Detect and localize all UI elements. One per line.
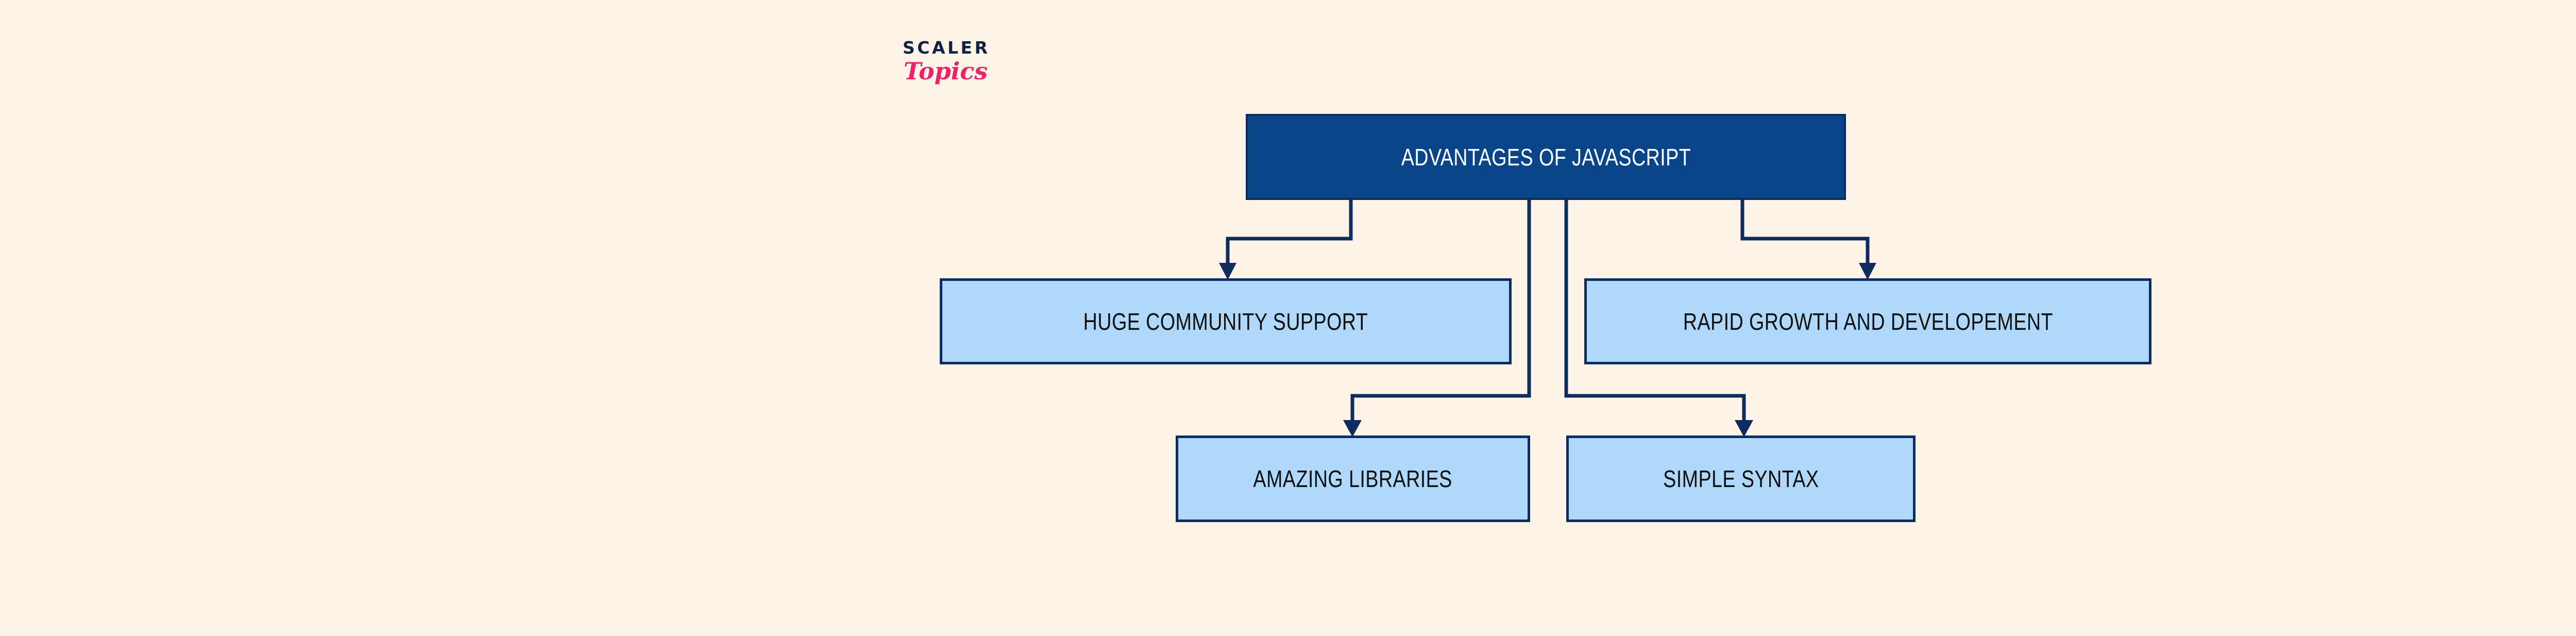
node-rapid-growth-development[interactable]: RAPID GROWTH AND DEVELOPEMENT (1584, 278, 2151, 364)
logo-wordmark: SCALER (903, 38, 990, 58)
node-label-huge-community-support: HUGE COMMUNITY SUPPORT (1083, 308, 1368, 335)
node-label-simple-syntax: SIMPLE SYNTAX (1663, 465, 1819, 492)
arrowhead-amazing-libraries (1343, 420, 1362, 437)
arrowhead-rapid-growth-development (1859, 263, 1876, 280)
edge-root-to-huge-community-support (1226, 200, 1353, 264)
scaler-topics-logo: SCALER Topics (903, 39, 1037, 101)
node-simple-syntax[interactable]: SIMPLE SYNTAX (1566, 436, 1916, 522)
arrowhead-simple-syntax (1735, 420, 1753, 437)
node-amazing-libraries[interactable]: AMAZING LIBRARIES (1176, 436, 1530, 522)
arrowhead-huge-community-support (1219, 263, 1236, 280)
logo-script-mark: Topics (904, 57, 988, 85)
node-label-rapid-growth-development: RAPID GROWTH AND DEVELOPEMENT (1683, 308, 2053, 335)
edge-root-to-rapid-growth-development (1740, 200, 1870, 264)
node-advantages-of-javascript[interactable]: ADVANTAGES OF JAVASCRIPT (1246, 114, 1846, 200)
node-label-amazing-libraries: AMAZING LIBRARIES (1253, 465, 1453, 492)
node-huge-community-support[interactable]: HUGE COMMUNITY SUPPORT (940, 278, 1512, 364)
node-label-root: ADVANTAGES OF JAVASCRIPT (1401, 143, 1691, 171)
